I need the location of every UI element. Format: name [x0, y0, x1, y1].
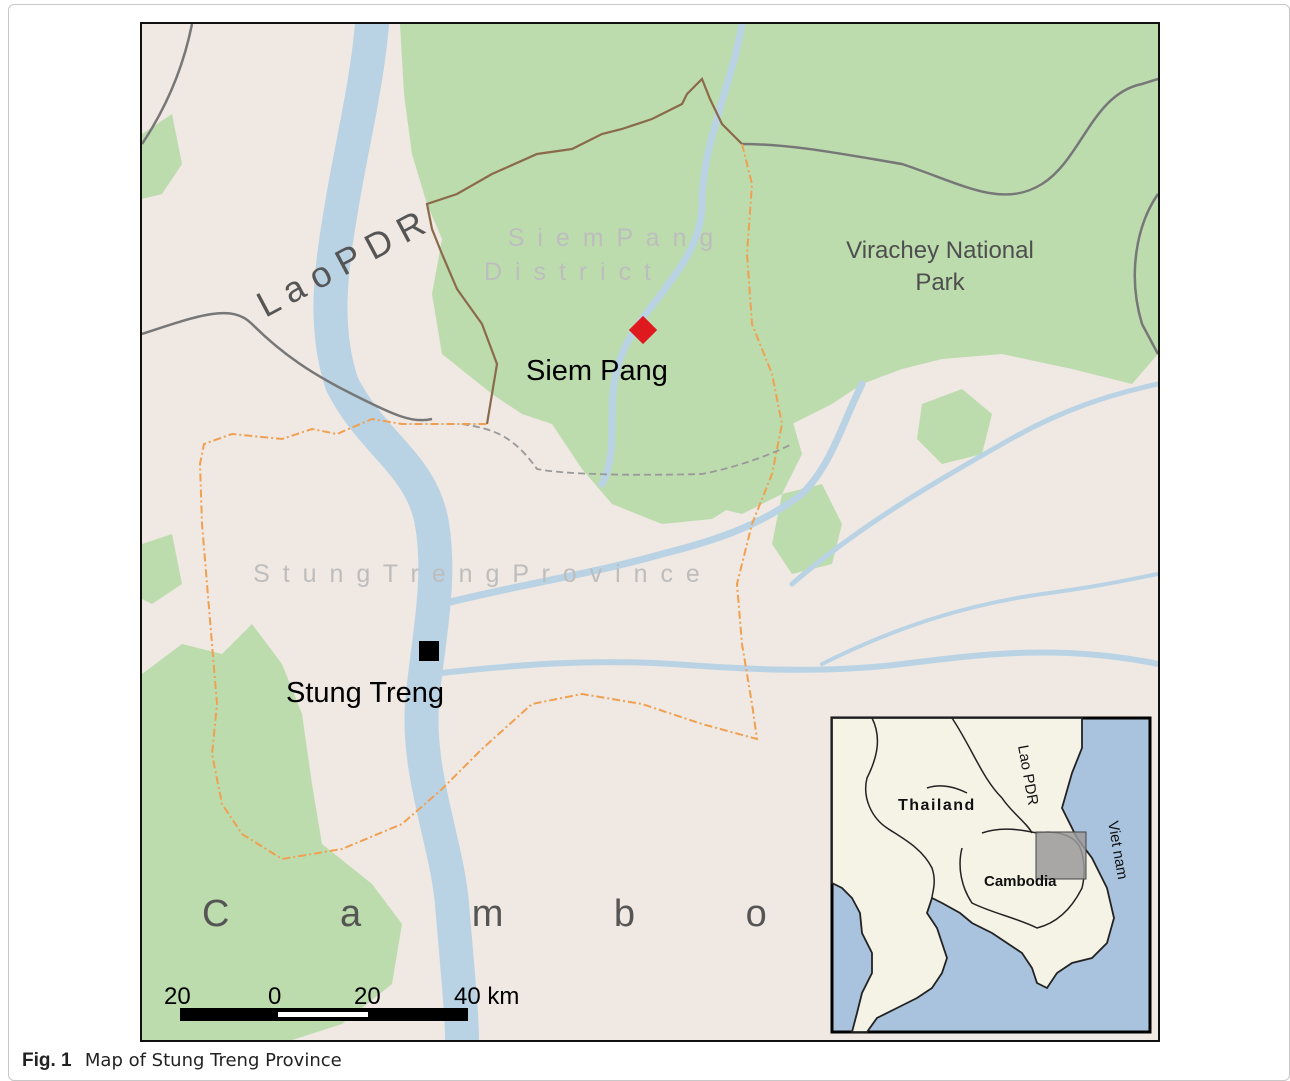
siem-pang-label: Siem Pang — [526, 355, 668, 387]
scale-tick-40-km: 40 km — [454, 983, 519, 1010]
scale-tick-20-left: 20 — [164, 983, 191, 1010]
figure-caption-text: Map of Stung Treng Province — [84, 1050, 342, 1071]
inset-map: Thailand Lao PDR Cambodia Viet nam — [830, 716, 1152, 1034]
inset-thailand-label: Thailand — [898, 797, 976, 814]
inset-cambodia-label: Cambodia — [984, 873, 1057, 890]
stung-treng-marker — [419, 641, 439, 661]
scale-bar: 20 0 20 40 km — [164, 983, 519, 1021]
district-label-line1: S i e m P a n g — [508, 224, 717, 252]
inset-land — [831, 717, 1115, 1033]
figure-caption: Fig. 1 Map of Stung Treng Province — [22, 1050, 342, 1072]
map-figure: L a o P D R C a m b o d i a S i e m P a … — [140, 22, 1160, 1042]
scale-tick-0: 0 — [268, 983, 281, 1010]
park-label-line2: Park — [915, 269, 965, 296]
stung-treng-province-boundary — [198, 143, 784, 861]
forest-areas — [142, 24, 1158, 1040]
scale-bar-white-segment — [278, 1012, 368, 1017]
rivers — [313, 24, 1158, 1040]
country-borders — [142, 24, 1158, 422]
siem-pang-district-boundary — [425, 77, 743, 425]
scale-tick-20: 20 — [354, 983, 381, 1010]
siem-pang-marker — [628, 315, 658, 345]
stung-treng-label: Stung Treng — [286, 677, 444, 709]
national-border-dashed — [461, 423, 793, 476]
district-label-line2: D i s t r i c t — [484, 258, 654, 286]
inset-study-area — [1035, 831, 1087, 880]
park-label-line1: Virachey National — [846, 237, 1034, 264]
figure-label: Fig. 1 — [22, 1050, 72, 1071]
province-label: S t u n g T r e n g P r o v i n c e — [253, 560, 703, 588]
